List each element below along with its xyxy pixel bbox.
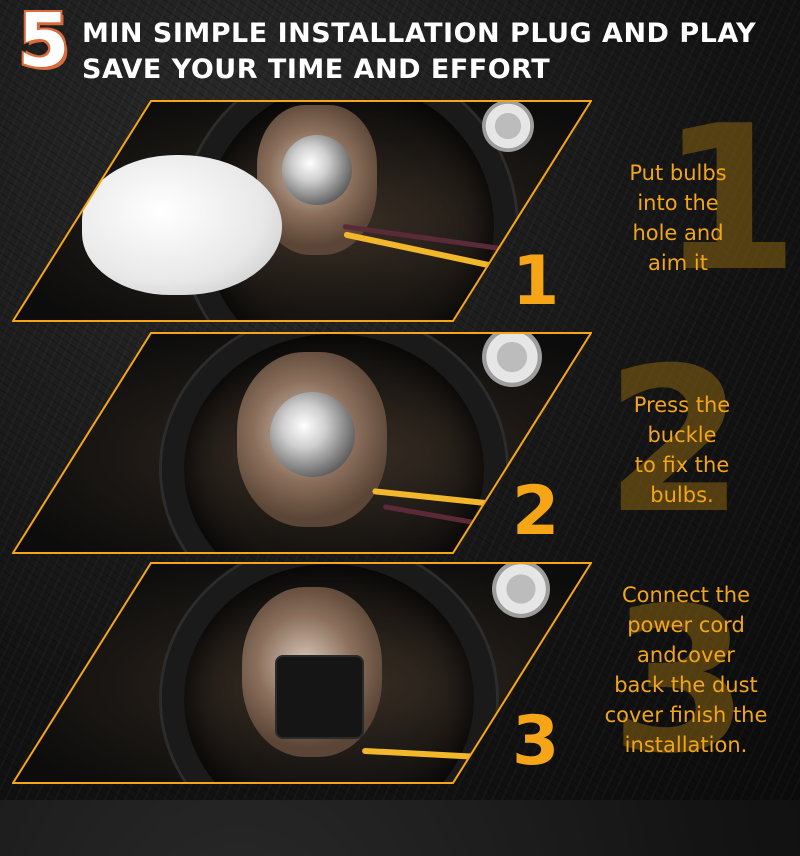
step-1-ghost-number: 1 [660,83,800,316]
step-3: 3 3 Connect the power cord andcover back… [0,562,800,784]
header-number: 5 [18,0,70,84]
step-2-number: 2 [512,472,560,551]
step-3-number: 3 [512,702,560,781]
step-1: 1 1 Put bulbs into the hole and aim it [0,100,800,325]
step-3-frame [12,562,592,784]
header: 5 MIN SIMPLE INSTALLATION PLUG AND PLAY … [18,4,788,90]
step-2-description: Press the buckle to fix the bulbs. [633,393,731,507]
header-title-line1: MIN SIMPLE INSTALLATION PLUG AND PLAY [82,18,757,49]
step-2: 2 2 Press the buckle to fix the bulbs. [0,332,800,554]
step-3-ghost-number: 3 [610,565,750,798]
step-1-number: 1 [512,242,560,321]
step-2-frame [12,332,592,554]
step-1-frame [12,100,592,322]
step-1-description: Put bulbs into the hole and aim it [629,161,727,275]
step-2-ghost-number: 2 [605,325,745,558]
header-title-line2: SAVE YOUR TIME AND EFFORT [82,54,551,85]
step-3-description: Connect the power cord andcover back the… [604,583,768,757]
